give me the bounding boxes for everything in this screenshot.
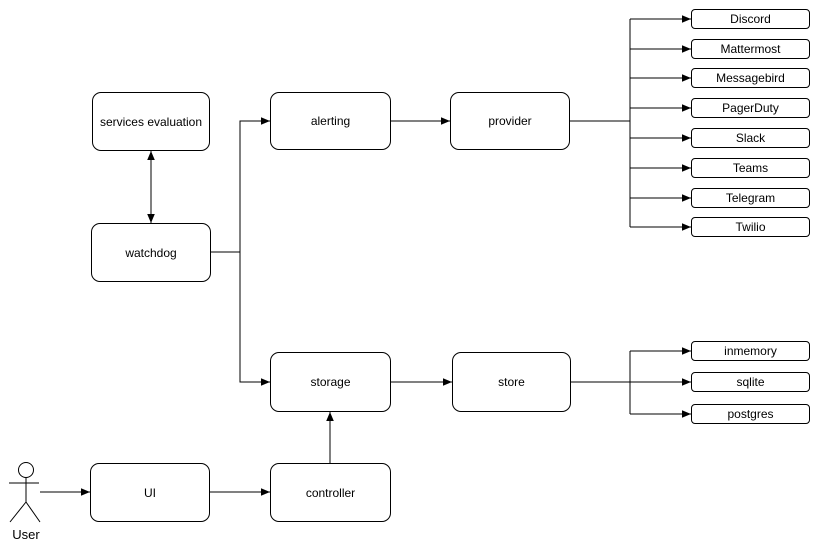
node-slack: Slack — [691, 128, 810, 148]
user-actor-icon — [9, 462, 41, 523]
node-watchdog-label: watchdog — [125, 245, 177, 260]
node-services-evaluation: services evaluation — [92, 92, 210, 151]
node-sqlite-label: sqlite — [736, 375, 765, 389]
edge-provider-trunk — [570, 19, 631, 227]
user-actor-label: User — [12, 527, 40, 542]
node-postgres-label: postgres — [727, 407, 774, 421]
node-messagebird-label: Messagebird — [716, 71, 785, 85]
node-postgres: postgres — [691, 404, 810, 424]
node-store: store — [452, 352, 571, 412]
node-pagerduty-label: PagerDuty — [722, 101, 779, 115]
node-pagerduty: PagerDuty — [691, 98, 810, 118]
node-store-label: store — [498, 375, 525, 389]
node-provider: provider — [450, 92, 570, 150]
node-controller: controller — [270, 463, 391, 522]
node-controller-label: controller — [305, 485, 356, 500]
node-telegram-label: Telegram — [725, 191, 776, 205]
node-slack-label: Slack — [735, 131, 766, 145]
node-services-evaluation-label: services evaluation — [99, 114, 203, 129]
node-sqlite: sqlite — [691, 372, 810, 392]
node-provider-label: provider — [488, 114, 532, 128]
node-watchdog: watchdog — [91, 223, 211, 282]
node-teams-label: Teams — [732, 161, 769, 175]
node-messagebird: Messagebird — [691, 68, 810, 88]
node-twilio: Twilio — [691, 217, 810, 237]
node-storage: storage — [270, 352, 391, 412]
node-inmemory-label: inmemory — [724, 344, 777, 358]
node-alerting: alerting — [270, 92, 391, 150]
edge-watchdog-storage — [239, 252, 270, 386]
node-alerting-label: alerting — [310, 114, 351, 128]
node-storage-label: storage — [310, 375, 351, 389]
node-teams: Teams — [691, 158, 810, 178]
node-ui: UI — [90, 463, 210, 522]
node-inmemory: inmemory — [691, 341, 810, 361]
edge-watchdog-alerting — [211, 117, 270, 253]
node-twilio-label: Twilio — [735, 220, 766, 234]
node-mattermost-label: Mattermost — [720, 42, 781, 56]
node-mattermost: Mattermost — [691, 39, 810, 59]
node-discord: Discord — [691, 9, 810, 29]
node-telegram: Telegram — [691, 188, 810, 208]
node-ui-label: UI — [144, 485, 156, 500]
edge-store-trunk — [571, 351, 631, 414]
node-discord-label: Discord — [730, 12, 771, 26]
